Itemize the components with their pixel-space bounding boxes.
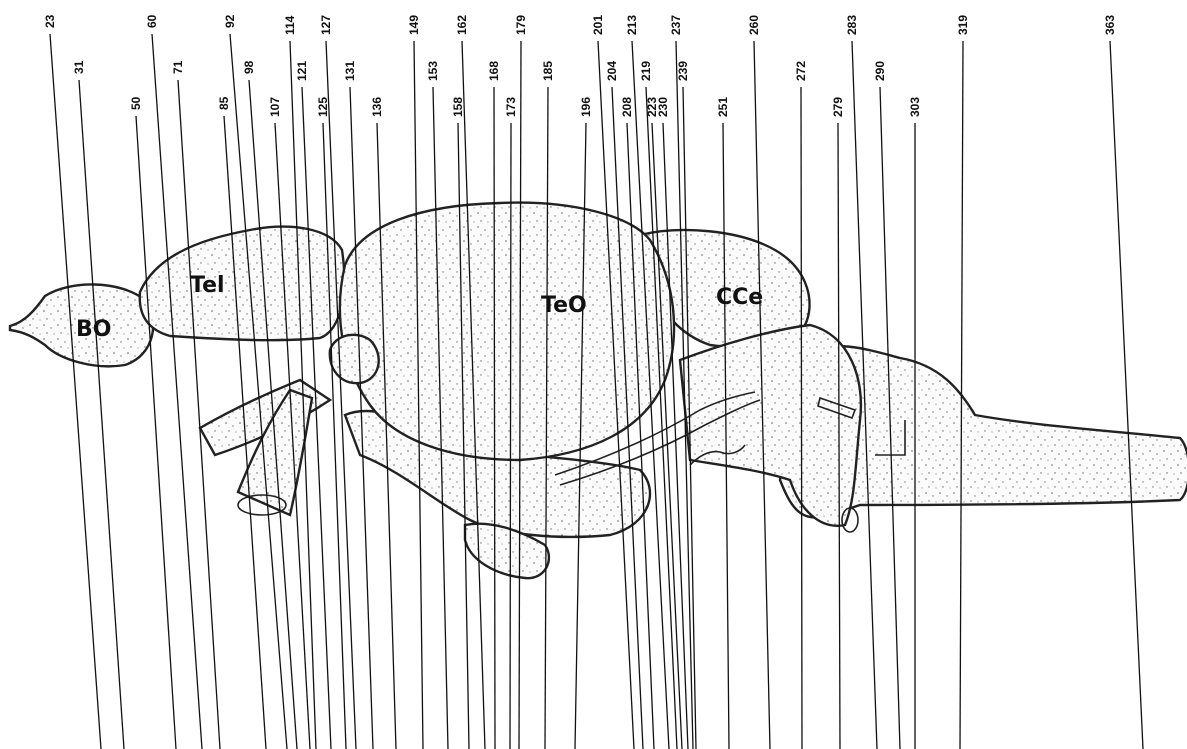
section-number-50: 50 bbox=[129, 96, 143, 110]
section-number-196: 196 bbox=[579, 97, 593, 117]
section-number-272: 272 bbox=[794, 61, 808, 81]
section-line-208 bbox=[627, 123, 654, 749]
section-number-219: 219 bbox=[639, 61, 653, 81]
section-number-149: 149 bbox=[407, 15, 421, 35]
section-number-136: 136 bbox=[370, 97, 384, 117]
section-number-251: 251 bbox=[716, 97, 730, 117]
section-number-158: 158 bbox=[451, 97, 465, 117]
section-number-131: 131 bbox=[343, 61, 357, 81]
telencephalon-shape bbox=[140, 227, 344, 341]
section-number-31: 31 bbox=[72, 60, 86, 74]
section-line-71 bbox=[178, 80, 220, 749]
section-number-85: 85 bbox=[217, 96, 231, 110]
section-number-237: 237 bbox=[669, 15, 683, 35]
region-label-bo: BO bbox=[76, 317, 111, 342]
section-number-230: 230 bbox=[656, 97, 670, 117]
section-number-168: 168 bbox=[487, 61, 501, 81]
section-number-201: 201 bbox=[591, 15, 605, 35]
section-number-173: 173 bbox=[504, 97, 518, 117]
section-number-60: 60 bbox=[145, 14, 159, 28]
section-number-260: 260 bbox=[747, 15, 761, 35]
section-number-283: 283 bbox=[845, 15, 859, 35]
section-line-272 bbox=[801, 87, 802, 749]
section-number-319: 319 bbox=[956, 15, 970, 35]
region-label-teo: TeO bbox=[541, 293, 587, 318]
section-line-363 bbox=[1110, 41, 1143, 749]
section-line-50 bbox=[136, 116, 176, 749]
section-number-127: 127 bbox=[319, 15, 333, 35]
section-number-125: 125 bbox=[316, 97, 330, 117]
section-number-239: 239 bbox=[676, 61, 690, 81]
small-lobe-shape bbox=[330, 335, 379, 383]
region-label-cce: CCe bbox=[716, 285, 763, 310]
section-number-290: 290 bbox=[873, 61, 887, 81]
section-number-153: 153 bbox=[426, 61, 440, 81]
section-number-121: 121 bbox=[295, 61, 309, 81]
section-line-168 bbox=[494, 87, 495, 749]
section-number-114: 114 bbox=[283, 15, 297, 35]
section-number-213: 213 bbox=[625, 15, 639, 35]
section-line-23 bbox=[50, 34, 101, 749]
section-number-204: 204 bbox=[605, 61, 619, 81]
section-number-71: 71 bbox=[171, 60, 185, 74]
section-number-279: 279 bbox=[831, 97, 845, 117]
section-number-162: 162 bbox=[455, 15, 469, 35]
section-number-107: 107 bbox=[268, 97, 282, 117]
section-number-363: 363 bbox=[1103, 15, 1117, 35]
section-number-185: 185 bbox=[541, 61, 555, 81]
section-line-31 bbox=[79, 80, 124, 749]
region-label-tel: Tel bbox=[190, 273, 225, 298]
section-number-179: 179 bbox=[514, 15, 528, 35]
section-number-98: 98 bbox=[242, 60, 256, 74]
section-number-303: 303 bbox=[908, 97, 922, 117]
section-number-92: 92 bbox=[223, 14, 237, 28]
section-number-23: 23 bbox=[43, 14, 57, 28]
section-line-60 bbox=[152, 34, 202, 749]
section-number-208: 208 bbox=[620, 97, 634, 117]
section-number-labels: 23 31 50 60 71 85 92 98 107 114 121 125 127 131 136 149… bbox=[43, 14, 1117, 117]
brainstem-shape bbox=[680, 325, 861, 526]
section-line-219 bbox=[646, 87, 677, 749]
